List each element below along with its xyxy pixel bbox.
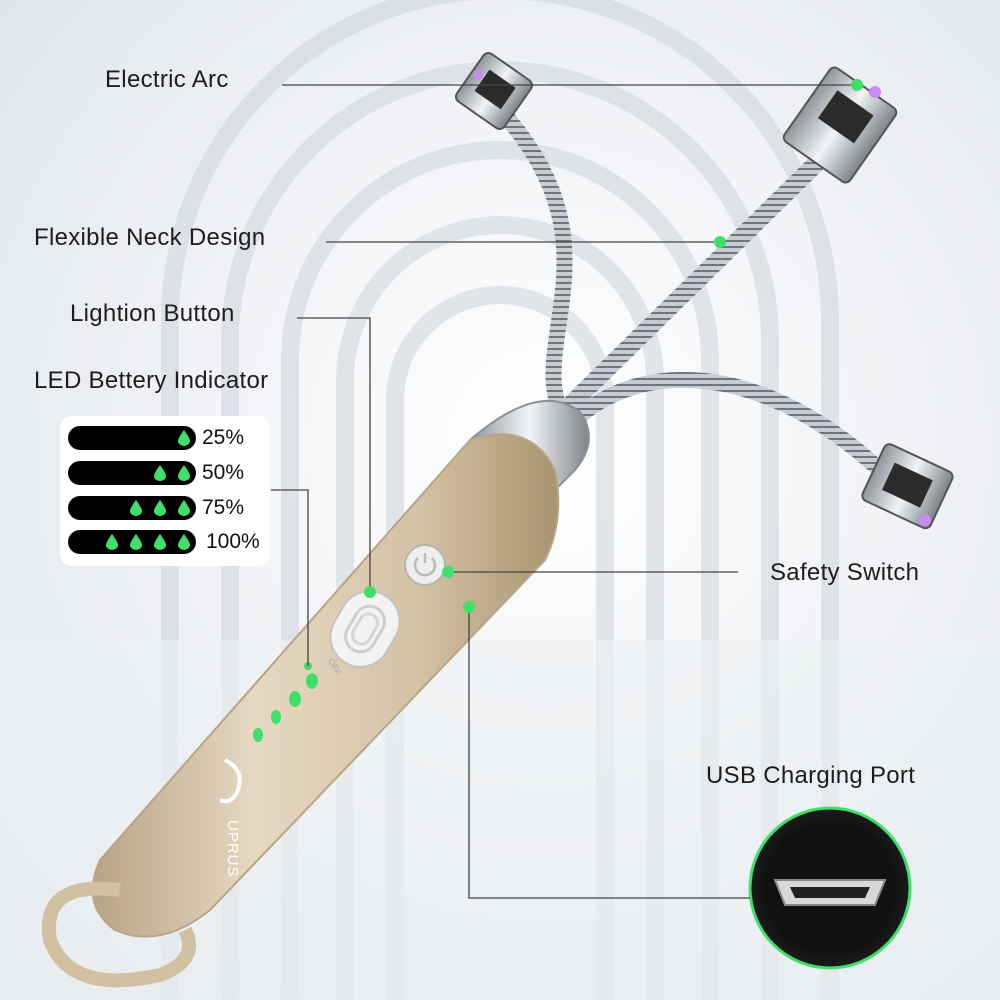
battery-percent: 50% xyxy=(202,461,245,484)
battery-percent: 75% xyxy=(202,496,245,519)
battery-percent: 100% xyxy=(206,530,260,553)
water-drop-icon xyxy=(178,500,190,516)
neck-right-alt xyxy=(567,372,888,478)
water-drop-icon xyxy=(154,465,166,481)
brand-text: UPRUS xyxy=(224,820,241,878)
water-drop-icon xyxy=(106,534,118,550)
neck-main xyxy=(556,141,839,419)
water-drop-icon xyxy=(178,465,190,481)
usb-port-closeup xyxy=(748,806,912,970)
anchor-dots xyxy=(364,79,863,613)
battery-percent: 25% xyxy=(202,426,245,449)
brand-logo-mark xyxy=(219,758,242,804)
callout-safety-switch: Safety Switch xyxy=(770,559,920,586)
callout-flexible-neck: Flexible Neck Design xyxy=(34,224,266,251)
water-drop-icon xyxy=(130,534,142,550)
callout-led-indicator: LED Bettery Indicator xyxy=(34,367,269,394)
callout-usb-port: USB Charging Port xyxy=(706,762,916,789)
arc-head-right xyxy=(861,443,954,530)
water-drop-icon xyxy=(154,500,166,516)
water-drop-icon xyxy=(130,500,142,516)
neck-left-alt xyxy=(492,102,573,418)
lightion-button-graphic xyxy=(329,590,401,668)
water-drop-icon xyxy=(178,430,190,446)
battery-bar xyxy=(68,496,196,520)
water-drop-icon xyxy=(178,534,190,550)
battery-bar xyxy=(68,426,196,450)
water-drop-icon xyxy=(154,534,166,550)
safety-switch-graphic xyxy=(404,544,446,586)
callout-lightion-button: Lightion Button xyxy=(70,300,235,327)
arc-head-main xyxy=(782,66,898,184)
arc-head-left xyxy=(454,51,534,131)
battery-legend-panel: 25% 50% 75% 100% xyxy=(60,416,270,566)
battery-bar xyxy=(68,461,196,485)
battery-bar xyxy=(68,530,196,554)
leader-lines xyxy=(271,84,857,899)
callout-electric-arc: Electric Arc xyxy=(105,66,229,93)
